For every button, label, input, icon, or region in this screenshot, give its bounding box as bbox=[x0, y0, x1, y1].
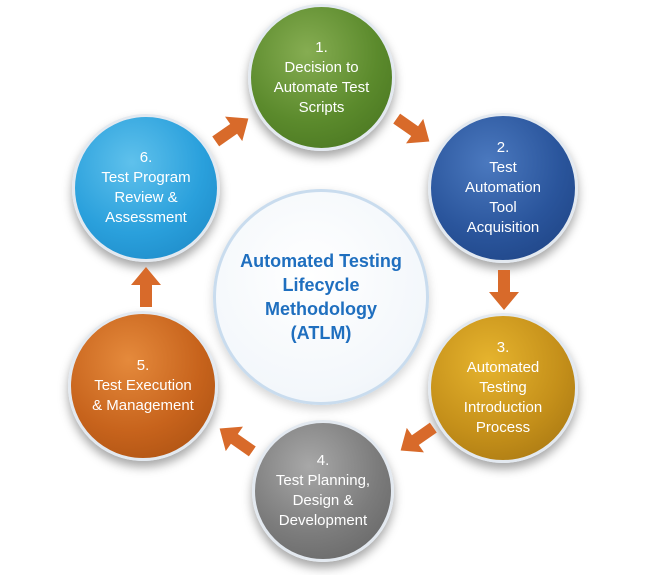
step-5-circle: 5. Test Execution & Management bbox=[68, 311, 218, 461]
step-6-circle: 6. Test Program Review & Assessment bbox=[72, 114, 220, 262]
arrow-4-to-5-icon bbox=[211, 416, 261, 464]
step-4-number: 4. bbox=[316, 452, 330, 469]
arrow-1-to-2-icon bbox=[388, 106, 438, 154]
step-5-number: 5. bbox=[136, 357, 150, 374]
step-3-number: 3. bbox=[496, 339, 510, 356]
step-6-label: Test Program Review & Assessment bbox=[101, 169, 191, 226]
step-4-circle: 4. Test Planning, Design & Development bbox=[252, 420, 394, 562]
step-2-label: Test Automation Tool Acquisition bbox=[465, 159, 541, 236]
step-3-label: Automated Testing Introduction Process bbox=[463, 359, 543, 436]
step-2-circle: 2. Test Automation Tool Acquisition bbox=[428, 113, 578, 263]
step-1-number: 1. bbox=[315, 38, 328, 56]
center-circle: Automated Testing Lifecycle Methodology … bbox=[213, 189, 429, 405]
step-6-number: 6. bbox=[139, 149, 153, 166]
arrow-2-to-3-icon bbox=[489, 270, 519, 310]
step-2-number: 2. bbox=[496, 139, 510, 156]
step-5-label: Test Execution & Management bbox=[92, 377, 194, 414]
center-title: Automated Testing Lifecycle Methodology … bbox=[240, 251, 402, 343]
arrow-5-to-6-icon bbox=[131, 267, 161, 307]
arrow-6-to-1-icon bbox=[207, 106, 257, 154]
step-4-label: Test Planning, Design & Development bbox=[275, 472, 371, 529]
step-3-circle: 3. Automated Testing Introduction Proces… bbox=[428, 313, 578, 463]
step-1-circle: 1. Decision to Automate Test Scripts bbox=[248, 4, 395, 151]
arrow-3-to-4-icon bbox=[392, 415, 442, 463]
step-1-label: Decision to Automate Test Scripts bbox=[273, 58, 370, 116]
